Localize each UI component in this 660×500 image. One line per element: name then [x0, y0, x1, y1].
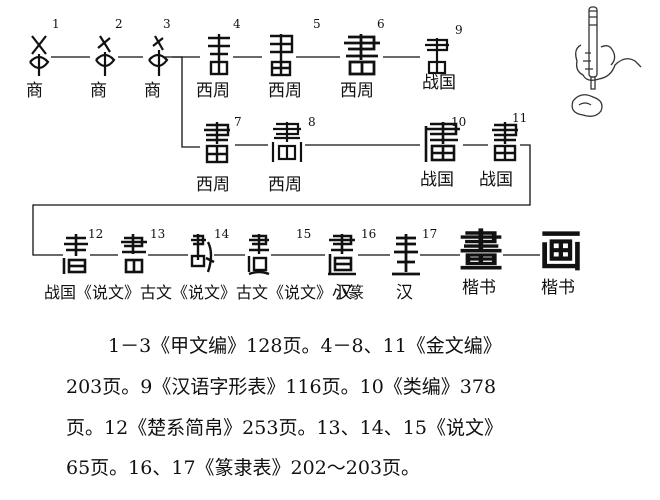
- label-6: 西周: [340, 81, 374, 101]
- num-2: 2: [115, 17, 123, 31]
- glyph-4-bronze: [202, 32, 236, 81]
- glyph-3-oracle: [143, 34, 173, 81]
- label-9: 战国: [422, 73, 456, 93]
- num-1: 1: [52, 17, 60, 31]
- num-8: 8: [308, 115, 316, 129]
- glyph-13-guwen: [118, 232, 150, 281]
- glyph-15-xiaozhuan: [245, 232, 273, 281]
- label-17: 汉: [396, 283, 413, 303]
- source-note-line-1: 1－3《甲文编》128页。4－8、11《金文编》: [108, 335, 502, 357]
- glyph-2-oracle: [90, 34, 120, 81]
- glyph-10-warring: [420, 120, 464, 169]
- num-4: 4: [233, 17, 241, 31]
- num-10: 10: [451, 115, 467, 129]
- source-note-line-2: 203页。9《汉语字形表》116页。10《类编》378: [66, 376, 497, 398]
- label-4: 西周: [196, 81, 230, 101]
- glyph-6-bronze: [340, 32, 384, 81]
- glyph-9-warring: [422, 36, 452, 79]
- label-10: 战国: [420, 170, 454, 190]
- label-7: 西周: [196, 175, 230, 195]
- label-5: 西周: [268, 81, 302, 101]
- label-1: 商: [26, 81, 43, 101]
- glyph-kaishu-simplified: 画: [539, 226, 583, 277]
- hand-holding-brush-icon: [565, 5, 645, 129]
- num-11: 11: [512, 111, 528, 125]
- label-2: 商: [90, 81, 107, 101]
- glyph-17-han: [390, 232, 422, 281]
- glyph-16-han: [325, 232, 359, 281]
- num-5: 5: [313, 17, 321, 31]
- glyph-11-bronze: [488, 120, 522, 169]
- glyph-12-chu-silk: [60, 232, 92, 281]
- glyph-14-guwen: [188, 232, 216, 281]
- glyph-5-bronze: [264, 32, 298, 81]
- glyph-8-bronze: [268, 120, 306, 169]
- num-16: 16: [361, 227, 377, 241]
- label-11: 战国: [479, 170, 513, 190]
- label-kaishu-1: 楷书: [462, 278, 496, 298]
- num-7: 7: [234, 115, 242, 129]
- label-kaishu-2: 楷书: [541, 278, 575, 298]
- num-17: 17: [422, 227, 438, 241]
- num-6: 6: [377, 17, 385, 31]
- num-15: 15: [296, 227, 312, 241]
- num-13: 13: [150, 227, 166, 241]
- label-16: 汉: [335, 283, 352, 303]
- num-12: 12: [88, 227, 104, 241]
- label-12-15: 战国《说文》古文《说文》古文《说文》小篆: [44, 283, 365, 302]
- num-3: 3: [163, 17, 171, 31]
- num-9: 9: [455, 23, 463, 37]
- source-note-line-4: 65页。16、17《篆隶表》202～203页。: [66, 457, 421, 479]
- label-3: 商: [144, 81, 161, 101]
- glyph-kaishu-traditional: 畫: [459, 226, 503, 277]
- label-8: 西周: [268, 175, 302, 195]
- source-note-line-3: 页。12《楚系简帛》253页。13、14、15《说文》: [66, 417, 503, 439]
- glyph-1-oracle: [24, 34, 54, 81]
- glyph-7-bronze: [200, 120, 234, 169]
- num-14: 14: [214, 227, 230, 241]
